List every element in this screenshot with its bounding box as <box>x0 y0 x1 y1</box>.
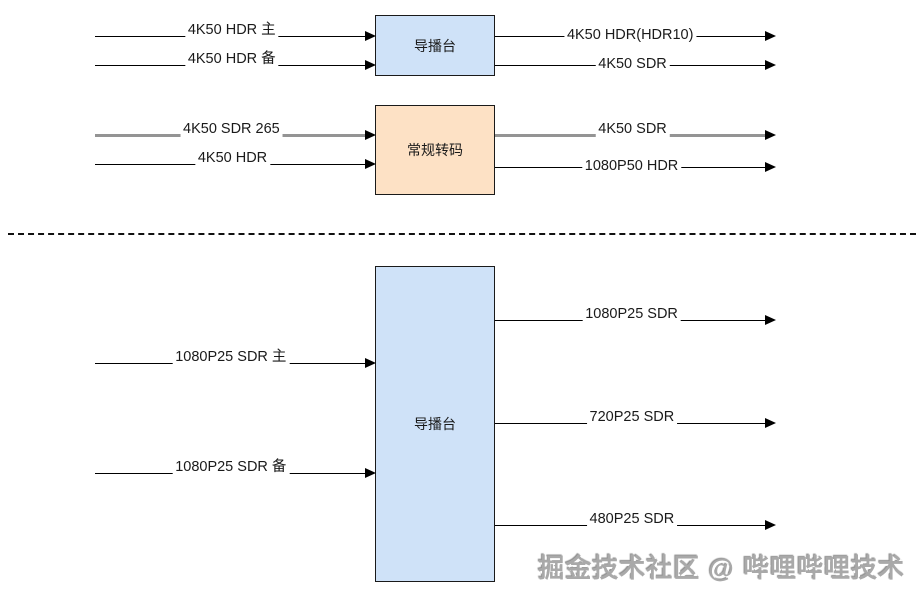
arrowhead-right-icon <box>765 520 776 530</box>
arrow-label: 4K50 HDR <box>194 150 271 167</box>
arrow-label: 4K50 SDR 265 <box>180 121 283 138</box>
arrowhead-right-icon <box>765 60 776 70</box>
node-switcher-1080p-label: 导播台 <box>414 416 456 432</box>
arrowhead-right-icon <box>365 31 376 41</box>
arrowhead-right-icon <box>365 358 376 368</box>
arrow-label: 1080P25 SDR 备 <box>172 459 290 476</box>
node-regular-transcode-label: 常规转码 <box>407 142 463 158</box>
arrowhead-right-icon <box>765 130 776 140</box>
arrow-label: 4K50 HDR(HDR10) <box>563 26 697 44</box>
node-switcher-1080p: 导播台 <box>375 266 495 582</box>
node-regular-transcode: 常规转码 <box>375 105 495 195</box>
arrowhead-right-icon <box>765 31 776 41</box>
node-switcher-4k-label: 导播台 <box>414 37 456 54</box>
arrow-label: 480P25 SDR <box>586 511 678 528</box>
arrow-label: 4K50 HDR 主 <box>184 22 279 39</box>
arrow-label: 4K50 SDR <box>595 121 670 138</box>
arrowhead-right-icon <box>365 159 376 169</box>
arrow-label: 1080P50 HDR <box>581 157 682 175</box>
arrow-label: 4K50 SDR <box>595 55 670 73</box>
arrowhead-right-icon <box>765 315 776 325</box>
dashed-divider <box>8 233 916 235</box>
arrowhead-right-icon <box>365 130 376 140</box>
arrowhead-right-icon <box>765 418 776 428</box>
watermark-text: 掘金技术社区 @ 哔哩哔哩技术 <box>538 553 905 583</box>
arrow-label: 4K50 HDR 备 <box>184 51 279 68</box>
arrow-label: 1080P25 SDR 主 <box>172 349 290 366</box>
arrow-label: 720P25 SDR <box>586 409 678 426</box>
arrow-label: 1080P25 SDR <box>582 306 681 323</box>
arrowhead-right-icon <box>365 468 376 478</box>
node-switcher-4k: 导播台 <box>375 15 495 76</box>
arrowhead-right-icon <box>365 60 376 70</box>
arrowhead-right-icon <box>765 162 776 172</box>
